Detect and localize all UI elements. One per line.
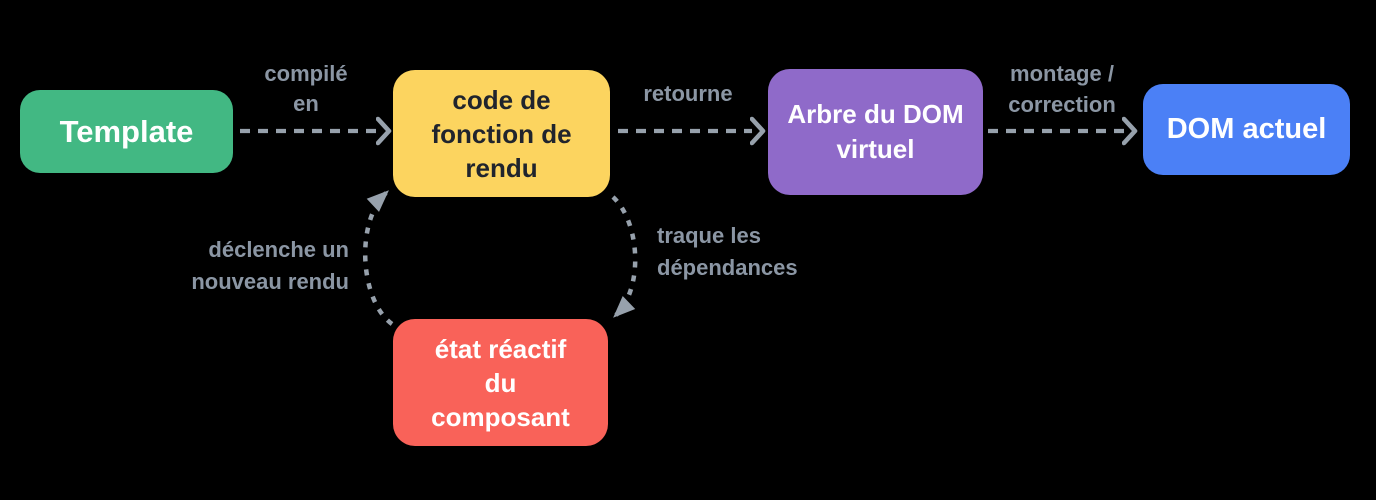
- arc-tracks-dependencies: [611, 195, 638, 318]
- edge-label-triggers-rerender: déclenche un nouveau rendu: [191, 237, 349, 294]
- node-actual-dom: DOM actuel: [1143, 84, 1350, 175]
- edge-label-returns: retourne: [643, 81, 733, 106]
- arc-triggers-rerender: [362, 190, 394, 326]
- edge-label-tracks-dependencies: traque les dépendances: [657, 223, 798, 280]
- node-template: Template: [20, 90, 233, 173]
- node-virtual-dom-tree: Arbre du DOM virtuel: [768, 69, 983, 195]
- node-render-function-code: code de fonction de rendu: [393, 70, 610, 197]
- edge-label-mount-patch: montage / correction: [1008, 61, 1116, 117]
- edge-label-compile: compilé en: [264, 61, 348, 116]
- node-reactive-state: état réactif du composant: [393, 319, 608, 446]
